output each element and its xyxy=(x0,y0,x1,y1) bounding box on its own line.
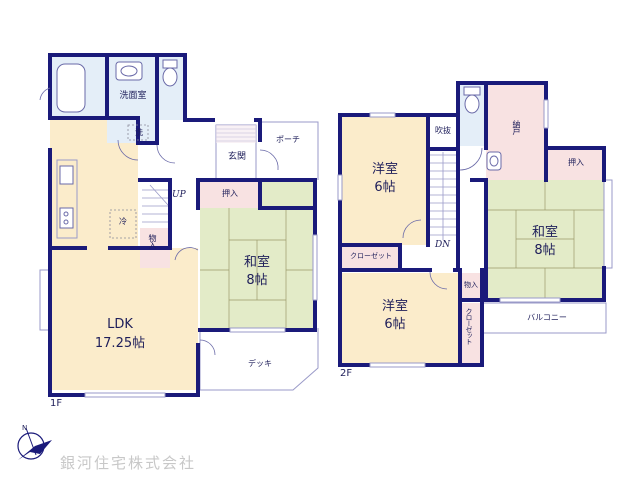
label-entrance: 玄関 xyxy=(227,152,246,162)
label-japanese-room-1f: 和室 xyxy=(243,255,270,270)
label-porch: ポーチ xyxy=(276,135,300,144)
label-japanese-room-2f: 和室 xyxy=(531,225,558,240)
label-western-room-2-size: 6帖 xyxy=(384,317,406,332)
first-floor xyxy=(39,53,319,398)
floor-label-2f: 2F xyxy=(340,368,353,379)
label-fridge: 冷 xyxy=(119,217,127,226)
label-atrium: 吹抜 xyxy=(435,126,451,135)
label-stairs-up: UP xyxy=(172,190,186,200)
company-name: 銀河住宅株式会社 xyxy=(60,454,197,472)
label-stairs-dn: DN xyxy=(435,240,451,250)
floor-label-1f: 1F xyxy=(50,398,63,409)
compass-icon xyxy=(17,427,52,460)
label-closet-2f-2: クローゼット xyxy=(465,308,473,344)
label-ldk: LDK xyxy=(107,317,133,332)
label-western-room-1: 洋室 xyxy=(371,162,398,177)
label-japanese-room-2f-size: 8帖 xyxy=(534,243,556,258)
label-oshiire-2f: 押入 xyxy=(568,158,584,167)
label-oshiire-1f: 押入 xyxy=(222,189,238,198)
label-storage-1f: 物入 xyxy=(148,234,157,248)
second-floor xyxy=(337,81,613,368)
label-western-room-2: 洋室 xyxy=(381,299,408,314)
label-storage-2f: 物入 xyxy=(464,281,478,289)
label-western-room-1-size: 6帖 xyxy=(374,180,396,195)
label-washroom: 洗面室 xyxy=(119,91,147,101)
label-deck: デッキ xyxy=(248,359,272,368)
compass-north-label: N xyxy=(22,424,28,432)
label-ldk-size: 17.25帖 xyxy=(94,336,146,351)
label-closet-2f-1: クローゼット xyxy=(350,252,392,260)
label-washer: 洗 xyxy=(135,128,143,137)
label-balcony: バルコニー xyxy=(527,313,567,322)
label-storeroom: 納戸 xyxy=(512,120,521,134)
label-japanese-room-1f-size: 8帖 xyxy=(246,273,268,288)
